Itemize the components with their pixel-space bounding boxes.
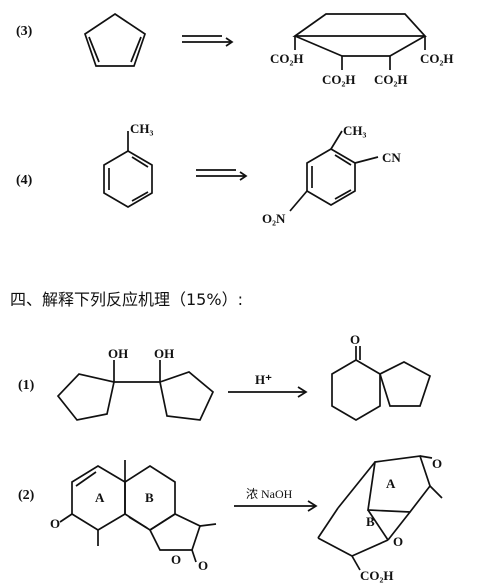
problem-4-label: (4) [16, 173, 33, 188]
problem-3-scheme: CO₂H CO₂H CO₂H CO₂H [83, 12, 454, 87]
mechanism-1-scheme: OH OH H⁺ O [56, 332, 432, 421]
ketone-oxygen-label: O [432, 456, 442, 471]
methyl-label: CH₃ [343, 123, 367, 138]
pinacol-diol-structure: OH OH [56, 346, 215, 421]
mechanism-2-label: (2) [18, 488, 35, 503]
tetracarboxylic-acid-structure: CO₂H CO₂H CO₂H CO₂H [270, 13, 454, 87]
product-structure: O O A B CO₂H [317, 455, 443, 583]
santonin-structure: A B O O O [50, 460, 217, 573]
nitrile-label: CN [382, 150, 401, 165]
ring-a-label: A [386, 476, 396, 491]
lactone-carbonyl-label: O [198, 558, 208, 573]
section-title: 四、解释下列反应机理（15%）: [10, 290, 243, 309]
hydroxyl-label: OH [108, 346, 128, 361]
hydroxyl-label: OH [154, 346, 174, 361]
nitrobenzonitrile-structure: CH₃ CN O₂N [262, 123, 401, 226]
ring-b-label: B [145, 490, 154, 505]
co2h-label: CO₂H [322, 72, 356, 87]
reaction-arrow: 浓 NaOH [234, 487, 318, 512]
toluene-structure: CH₃ [103, 121, 154, 208]
methyl-label: CH₃ [130, 121, 154, 136]
spiroketone-structure: O [331, 332, 432, 421]
reaction-arrow [196, 169, 248, 181]
reagent-label: H⁺ [255, 372, 272, 387]
ketone-oxygen-label: O [393, 534, 403, 549]
nitro-label: O₂N [262, 211, 286, 226]
ring-b-label: B [366, 514, 375, 529]
co2h-label: CO₂H [374, 72, 408, 87]
mechanism-1-label: (1) [18, 378, 35, 393]
co2h-label: CO₂H [360, 568, 394, 583]
mechanism-2-scheme: A B O O O 浓 NaOH O O A B CO₂H [50, 455, 443, 583]
co2h-label: CO₂H [270, 51, 304, 66]
reagent-label: 浓 NaOH [246, 487, 293, 501]
ring-a-label: A [95, 490, 105, 505]
carbonyl-oxygen-label: O [350, 332, 360, 347]
co2h-label: CO₂H [420, 51, 454, 66]
problem-3-label: (3) [16, 24, 33, 39]
cyclopentadiene-structure [83, 12, 147, 67]
reaction-arrow [182, 35, 234, 47]
ketone-oxygen-label: O [50, 516, 60, 531]
reaction-arrow: H⁺ [228, 372, 308, 398]
lactone-oxygen-label: O [171, 552, 181, 567]
problem-4-scheme: CH₃ CH₃ CN O₂N [103, 121, 401, 226]
